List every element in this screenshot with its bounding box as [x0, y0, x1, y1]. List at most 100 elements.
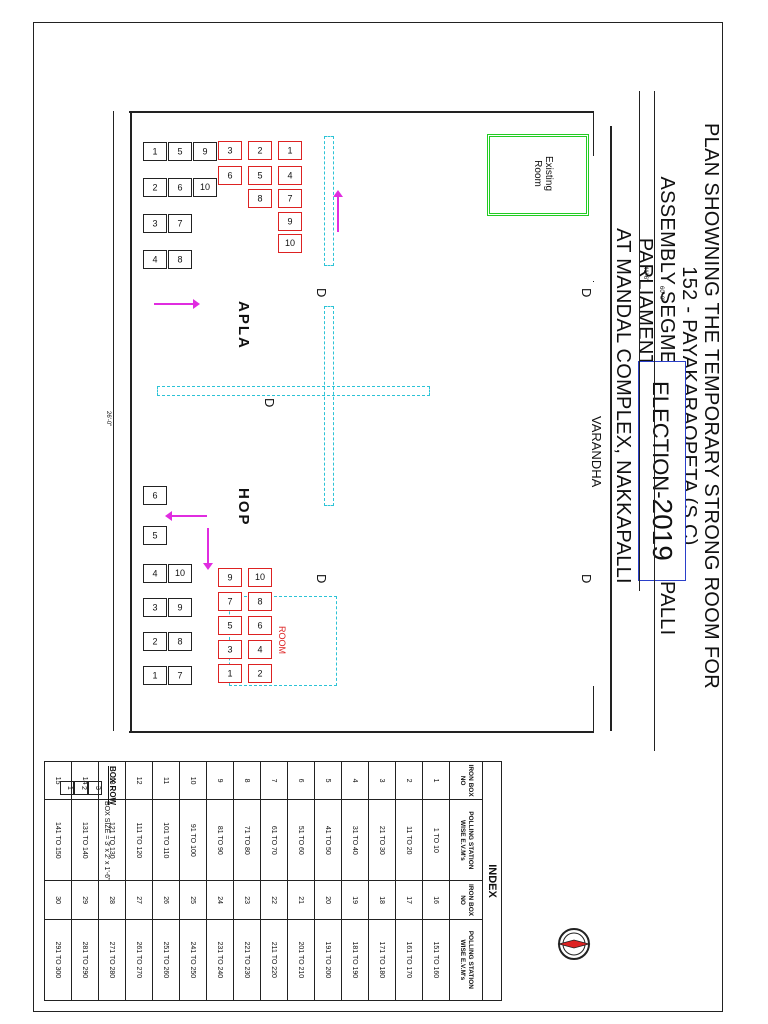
index-cell: 271 TO 280: [98, 919, 126, 1001]
apla-red-box: 8: [248, 189, 272, 208]
index-cell: 231 TO 240: [206, 919, 234, 1001]
legend-rows: 3 2 1: [60, 781, 102, 795]
right-wall: [129, 731, 594, 733]
legend-box-size: BOX SIZE = 3' x 2' x 1'-6": [103, 801, 110, 881]
index-cell: 6: [287, 761, 315, 800]
index-cell: 8: [233, 761, 261, 800]
election-year: 2019: [647, 498, 678, 561]
index-cell: 291 TO 300: [44, 919, 72, 1001]
index-cell: 9: [206, 761, 234, 800]
apla-label: APLA: [235, 301, 252, 350]
hop-black-box: 6: [143, 486, 167, 505]
hop-red-box: 6: [248, 616, 272, 635]
varandha-label: VARANDHA: [589, 416, 604, 488]
index-cell: 20: [314, 880, 342, 920]
apla-black-box: 5: [168, 142, 192, 161]
apla-red-box: 7: [278, 189, 302, 208]
index-cell: 171 TO 180: [368, 919, 396, 1001]
apla-red-box: 3: [218, 141, 242, 160]
legend-row: 3: [88, 781, 102, 795]
index-cell: 1 TO 10: [422, 799, 450, 881]
index-cell: 41 TO 50: [314, 799, 342, 881]
election-badge: ELECTION-2019: [638, 361, 686, 581]
index-cell: 16: [422, 880, 450, 920]
apla-red-box: 10: [278, 234, 302, 253]
existing-room-label: Existing Room: [532, 155, 554, 191]
dimension-side: 26'-0": [105, 411, 111, 427]
hop-red-box: 9: [218, 568, 242, 587]
index-cell: 28: [98, 880, 126, 920]
hop-black-box: 9: [168, 598, 192, 617]
index-cell: 141 TO 150: [44, 799, 72, 881]
hop-red-box: 3: [218, 640, 242, 659]
wall-segment: [593, 111, 594, 156]
index-cell: 22: [260, 880, 288, 920]
hop-red-box: 7: [218, 592, 242, 611]
index-cell: 51 TO 60: [287, 799, 315, 881]
hop-black-box: 3: [143, 598, 167, 617]
page-border: [33, 22, 723, 1012]
hop-black-box: 2: [143, 632, 167, 651]
index-header: POLLING STATION WISE E.V.M's: [449, 919, 483, 1001]
index-cell: 101 TO 110: [152, 799, 180, 881]
apla-red-box: 4: [278, 166, 302, 185]
index-cell: 5: [314, 761, 342, 800]
hop-black-box: 8: [168, 632, 192, 651]
plan-sheet: PLAN SHOWNING THE TEMPORARY STRONG ROOM …: [38, 26, 722, 1006]
index-cell: 27: [125, 880, 153, 920]
hop-black-box: 10: [168, 564, 192, 583]
partition-cross: [157, 386, 430, 396]
index-header: IRON BOX NO: [449, 880, 483, 920]
apla-arrow-side: [154, 303, 194, 305]
partition-upper: [324, 136, 334, 266]
index-cell: 11: [152, 761, 180, 800]
index-cell: 91 TO 100: [179, 799, 207, 881]
index-cell: 17: [395, 880, 423, 920]
apla-black-box: 8: [168, 250, 192, 269]
legend-box-row: BOX ROW: [108, 766, 117, 806]
index-cell: 2: [395, 761, 423, 800]
index-cell: 19: [341, 880, 369, 920]
index-cell: 111 TO 120: [125, 799, 153, 881]
apla-red-box: 1: [278, 141, 302, 160]
door-4: D: [579, 574, 594, 584]
hop-red-box: 5: [218, 616, 242, 635]
left-wall: [129, 111, 594, 113]
index-cell: 71 TO 80: [233, 799, 261, 881]
door-2: D: [314, 574, 329, 584]
index-cell: 29: [71, 880, 99, 920]
dimension-inner: 41'-6": [642, 266, 648, 282]
hop-red-box: 4: [248, 640, 272, 659]
index-cell: 30: [44, 880, 72, 920]
partition-center: [324, 306, 334, 506]
apla-red-box: 9: [278, 212, 302, 231]
index-cell: 21: [287, 880, 315, 920]
wall-segment: [593, 686, 594, 731]
door-5: D: [262, 398, 277, 408]
index-cell: 151 TO 160: [422, 919, 450, 1001]
hop-red-box: 8: [248, 592, 272, 611]
hop-black-box: 1: [143, 666, 167, 685]
index-cell: 23: [233, 880, 261, 920]
hop-red-box: 10: [248, 568, 272, 587]
apla-black-box: 3: [143, 214, 167, 233]
index-cell: 21 TO 30: [368, 799, 396, 881]
hop-red-box: 2: [248, 664, 272, 683]
index-title: INDEX: [482, 761, 502, 1001]
legend-row: 2: [74, 781, 88, 795]
index-cell: 25: [179, 880, 207, 920]
apla-black-box: 9: [193, 142, 217, 161]
dimension-line-inner: [639, 91, 640, 591]
title-line-3: AT MANDAL COMPLEX, NAKKAPALLI: [612, 228, 634, 584]
